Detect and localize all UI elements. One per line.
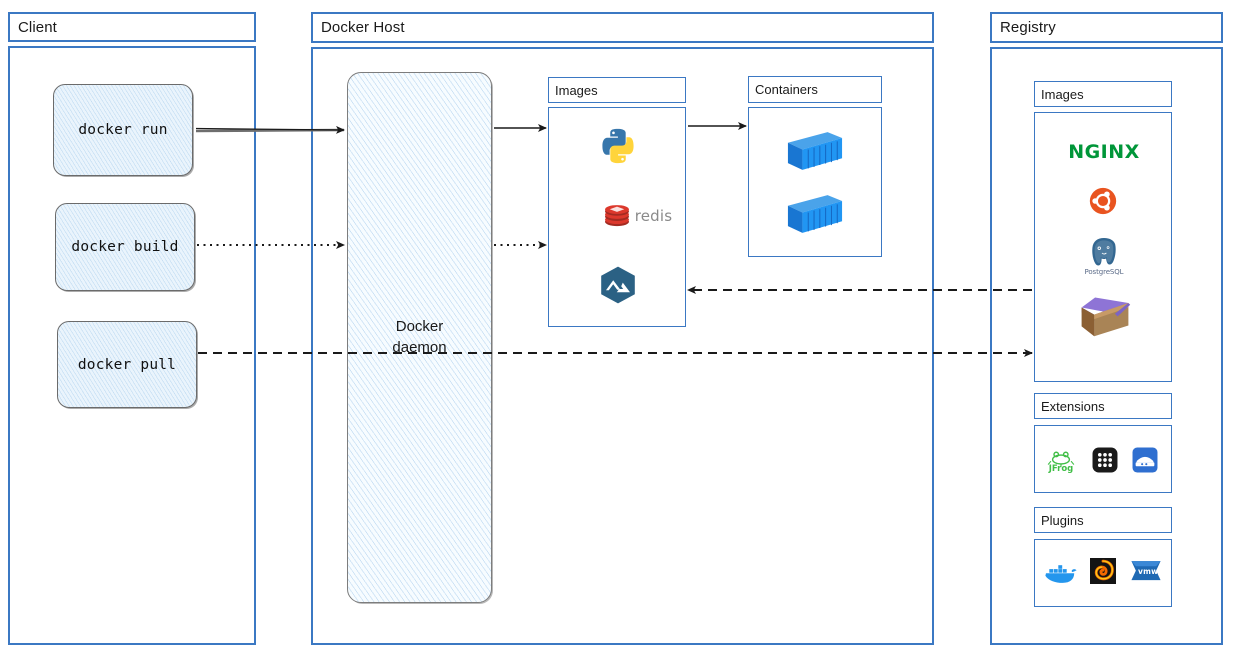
- docker-whale-slot: [1042, 557, 1080, 589]
- command-box-docker-build[interactable]: docker build: [55, 203, 195, 291]
- shipping-container-icon: [787, 132, 843, 170]
- nginx-logo: NGINX: [1068, 141, 1140, 163]
- package-box-slot: [1077, 290, 1133, 342]
- lane-header-client: Client: [8, 12, 256, 42]
- registry-images-title: Images: [1041, 86, 1084, 102]
- container-icon-slot-2: [785, 192, 845, 236]
- postgresql-logo: [1092, 238, 1116, 266]
- registry-plugins-header: Plugins: [1034, 507, 1172, 533]
- toolbox-icon-slot: [1131, 446, 1159, 474]
- registry-images-header: Images: [1034, 81, 1172, 107]
- redis-logo: [604, 205, 629, 227]
- postgresql-wordmark: PostgreSQL: [1084, 268, 1124, 276]
- toolbox-icon: [1132, 447, 1158, 473]
- registry-plugins-title: Plugins: [1041, 512, 1084, 528]
- postgresql-logo-slot: PostgreSQL: [1078, 232, 1130, 280]
- app-grid-icon: [1092, 447, 1118, 473]
- host-images-header: Images: [548, 77, 686, 103]
- alpine-logo-slot: [597, 263, 639, 307]
- command-box-docker-run[interactable]: docker run: [53, 84, 193, 176]
- host-containers-title: Containers: [755, 82, 818, 97]
- registry-extensions-header: Extensions: [1034, 393, 1172, 419]
- lane-title-registry: Registry: [1000, 19, 1056, 36]
- redis-wordmark: redis: [634, 207, 673, 225]
- ubuntu-logo-slot: [1088, 186, 1118, 216]
- lane-header-docker-host: Docker Host: [311, 12, 934, 43]
- lane-title-client: Client: [18, 18, 57, 36]
- lane-title-docker-host: Docker Host: [321, 19, 405, 36]
- nginx-logo-slot: NGINX: [1059, 138, 1149, 166]
- registry-extensions-title: Extensions: [1041, 398, 1105, 414]
- vmware-logo: [1131, 561, 1161, 581]
- docker-daemon-label: Docker daemon: [392, 318, 447, 356]
- vmware-logo-slot: vmw: [1126, 555, 1166, 587]
- jfrog-wordmark: JFrog: [1048, 463, 1074, 474]
- lane-header-registry: Registry: [990, 12, 1223, 43]
- docker-daemon-box[interactable]: Docker daemon: [347, 72, 492, 603]
- vmware-wordmark: vmw: [1138, 567, 1159, 576]
- jfrog-logo: [1047, 451, 1075, 467]
- shipping-container-icon: [787, 195, 843, 233]
- ubuntu-logo: [1089, 187, 1117, 215]
- host-containers-header: Containers: [748, 76, 882, 103]
- command-box-docker-pull[interactable]: docker pull: [57, 321, 197, 408]
- grafana-logo: [1090, 558, 1116, 584]
- alpine-logo: [601, 266, 635, 304]
- grafana-logo-slot: [1089, 557, 1117, 585]
- python-logo: [602, 128, 634, 164]
- command-label-docker-pull: docker pull: [77, 356, 177, 373]
- container-icon-slot-1: [785, 129, 845, 173]
- docker-whale-logo: [1045, 565, 1077, 583]
- command-label-docker-run: docker run: [78, 122, 168, 138]
- host-images-title: Images: [555, 82, 598, 98]
- command-label-docker-build: docker build: [71, 239, 179, 255]
- jfrog-logo-slot: JFrog: [1043, 443, 1079, 477]
- python-logo-slot: [598, 125, 638, 167]
- package-box-icon: [1081, 297, 1131, 337]
- app-grid-icon-slot: [1091, 446, 1119, 474]
- redis-logo-slot: redis: [588, 200, 688, 232]
- host-containers-body: [748, 107, 882, 257]
